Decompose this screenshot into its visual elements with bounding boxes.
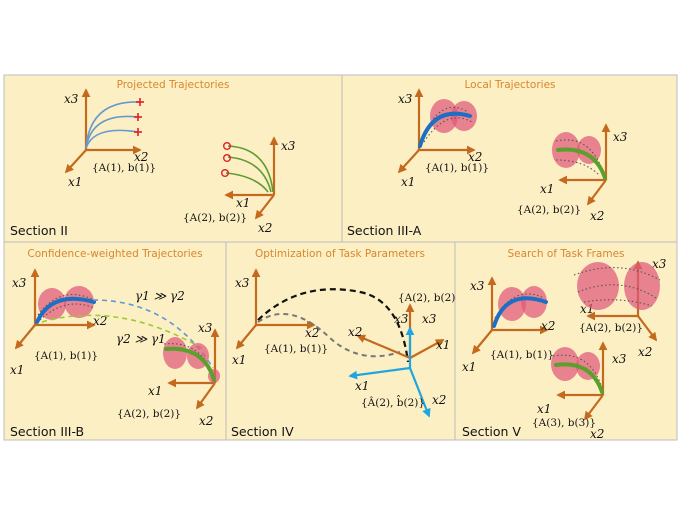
axis-label-x2: x2 [432, 393, 446, 407]
axis-label-x1: x1 [537, 402, 551, 416]
axis-label-x3: x3 [198, 321, 213, 335]
panel-background [341, 74, 678, 243]
panel-local-trajectories: Local Trajectories x3 x2 x1 {A(1), b(1)}… [341, 74, 678, 243]
local-gmm-frame-2 [552, 132, 607, 180]
frame-2-label: {A(2), b(2)} [579, 322, 643, 334]
local-gmm-frame-1 [418, 99, 477, 148]
frame-1-label: {A(1), b(1)} [264, 343, 328, 355]
panel-title: Projected Trajectories [117, 79, 230, 91]
frame-2-label: {A(2), b(2)} [117, 408, 181, 420]
axis-label-x3: x3 [12, 276, 27, 290]
axis-label-x3: x3 [613, 130, 628, 144]
frame-2-label: {A(2), b(2)} [398, 292, 462, 304]
axis-label-x2: x2 [541, 319, 555, 333]
panel-background [225, 241, 456, 441]
axis-label-x1: x1 [436, 338, 450, 352]
panel-confidence-weighted: Confidence-weighted Trajectories x3 x2 x… [3, 241, 227, 441]
axis-label-x1: x1 [68, 175, 82, 189]
axis-label-x2: x2 [590, 427, 604, 441]
panel-title: Optimization of Task Parameters [255, 248, 425, 260]
frame-2-label: {A(2), b(2)} [517, 204, 581, 216]
section-label: Section IV [231, 424, 294, 439]
panel-optimization: Optimization of Task Parameters x3 x2 x1… [225, 241, 462, 441]
frame-2-axes: x3 x1 x2 {A(2), b(2)} [117, 321, 220, 428]
frame-2-label: {A(2), b(2)} [183, 212, 247, 224]
axis-label-x3: x3 [612, 352, 627, 366]
panel-search-task-frames: Search of Task Frames x3 x2 x1 {A(1), b(… [454, 241, 678, 441]
frame-3-label: {A(3), b(3)} [532, 417, 596, 429]
axis-label-x1: x1 [148, 384, 162, 398]
frame-3-axes: x3 x1 x2 {A(3), b(3)} [532, 341, 627, 441]
axis-label-x3: x3 [394, 312, 409, 326]
estimated-frame-label: {Â(2), b̂(2)} [361, 395, 425, 409]
panel-title: Search of Task Frames [507, 248, 624, 260]
axis-label-x2: x2 [199, 414, 213, 428]
panel-title: Confidence-weighted Trajectories [27, 248, 202, 260]
projected-trajectories-frame-1 [85, 98, 144, 149]
axis-label-x1: x1 [540, 182, 554, 196]
panel-background [3, 241, 227, 441]
panel-title: Local Trajectories [464, 79, 555, 91]
axis-label-x2: x2 [134, 150, 148, 164]
panel-projected-trajectories: Projected Trajectories x3 x2 x1 {A(1), b… [3, 74, 343, 243]
projected-trajectories-frame-2 [220, 141, 274, 193]
panel-background [3, 74, 343, 243]
section-label: Section V [462, 424, 521, 439]
axis-label-x1: x1 [232, 353, 246, 367]
section-label: Section II [10, 223, 68, 238]
axis-label-x2: x2 [93, 314, 107, 328]
search-gmm-frame-2 [573, 262, 661, 310]
axis-label-x2: x2 [305, 326, 319, 340]
frame-1-axes: x3 x2 x1 {A(1), b(1)} [64, 88, 156, 189]
search-gmm-frame-1 [492, 286, 548, 328]
axis-label-x3: x3 [281, 139, 296, 153]
axis-label-x2: x2 [590, 209, 604, 223]
axis-label-x3: x3 [422, 312, 437, 326]
frame-1-label: {A(1), b(1)} [92, 162, 156, 174]
axis-label-x1: x1 [10, 363, 24, 377]
axis-label-x3: x3 [652, 257, 667, 271]
axis-label-x1: x1 [401, 175, 415, 189]
search-gmm-frame-3 [551, 347, 604, 394]
weighted-gmm-frame-2 [163, 337, 220, 383]
axis-label-x3: x3 [398, 92, 413, 106]
axis-label-x3: x3 [64, 92, 79, 106]
axis-label-x3: x3 [235, 276, 250, 290]
section-label: Section III-B [10, 424, 84, 439]
frame-1-label: {A(1), b(1)} [425, 162, 489, 174]
axis-label-x1: x1 [462, 360, 476, 374]
axis-label-x2: x2 [348, 325, 362, 339]
frame-1-label: {A(1), b(1)} [34, 350, 98, 362]
weighted-gmm-frame-1 [35, 286, 96, 324]
optimized-trajectories [257, 288, 410, 363]
frame-1-axes: x3 x2 x1 {A(1), b(1)} [462, 276, 555, 374]
axis-label-x2: x2 [638, 345, 652, 359]
annotation-gamma2-much-greater: γ2 ≫ γ1 [116, 332, 166, 346]
frame-2-axes: x3 x1 x2 {A(2), b(2)} [517, 123, 628, 223]
section-label: Section III-A [347, 223, 422, 238]
frame-2-axes: x3 x1 x2 {A(2), b(2)} [183, 136, 296, 235]
axis-label-x2: x2 [258, 221, 272, 235]
axis-label-x3: x3 [470, 279, 485, 293]
axis-label-x1: x1 [355, 379, 369, 393]
frame-2-axes: {A(2), b(2)} x3 x3 x1 x2 [348, 292, 462, 360]
frame-1-label: {A(1), b(1)} [490, 349, 554, 361]
axis-label-x2: x2 [468, 150, 482, 164]
frame-1-axes: x3 x2 x1 {A(1), b(1)} [232, 268, 328, 367]
axis-label-x1: x1 [236, 196, 250, 210]
annotation-gamma1-much-greater: γ1 ≫ γ2 [135, 289, 185, 303]
estimated-frame-axes: x1 x2 {Â(2), b̂(2)} [348, 326, 446, 418]
frame-1-axes: x3 x2 x1 {A(1), b(1)} [10, 268, 107, 377]
frame-1-axes: x3 x2 x1 {A(1), b(1)} [397, 88, 489, 189]
